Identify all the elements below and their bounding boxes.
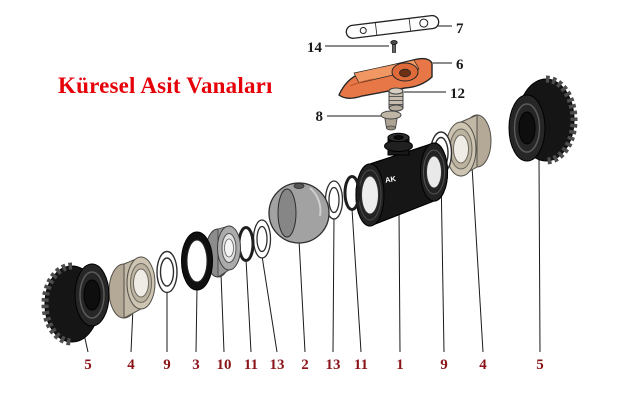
part-number-11-left: 11 [244, 357, 258, 373]
leader-line-9-right [440, 171, 445, 353]
part-number-13-right: 13 [326, 357, 341, 373]
seal-carrier [205, 225, 241, 278]
top-part-numbers: 7 14 6 12 8 [307, 21, 465, 125]
lever-bar [345, 14, 440, 39]
page-title: Küresel Asit Vanaları [58, 73, 273, 98]
part-number-3: 3 [192, 357, 200, 373]
seat-13-right [324, 180, 344, 220]
part-number-8: 8 [316, 109, 324, 125]
lever-seam-1 [374, 22, 378, 35]
leader-line-1 [398, 209, 401, 353]
socket-bore [453, 134, 469, 164]
body-right-bore [426, 155, 442, 189]
leader-line-13-right [332, 216, 335, 353]
part-number-12: 12 [450, 86, 465, 102]
body-left-bore [361, 175, 379, 215]
nut-thread-ring [513, 103, 541, 153]
ball-bore [277, 188, 297, 238]
valve-body: AK [355, 132, 449, 227]
lever-handle [345, 14, 440, 39]
grip-detail-line [349, 78, 375, 87]
screw-head [390, 40, 398, 45]
seat-13-left [252, 219, 272, 259]
part-number-14: 14 [307, 40, 323, 56]
ball [268, 182, 330, 244]
part-number-5-right: 5 [536, 357, 544, 373]
part-number-10: 10 [217, 357, 232, 373]
leader-line-3 [195, 287, 198, 353]
socket-end-right [445, 114, 492, 177]
stem-bushing [380, 110, 402, 131]
stem-boss-hole [393, 135, 404, 140]
handle-grip [338, 57, 433, 99]
o-ring-9-left [156, 250, 178, 294]
part-number-2: 2 [301, 357, 309, 373]
retainer-ring [181, 231, 213, 291]
bushing-bottom [386, 125, 396, 131]
part-number-9-left: 9 [163, 357, 171, 373]
leader-line-2 [298, 239, 306, 353]
ball-highlight [309, 187, 322, 217]
leader-line-4-left [130, 307, 134, 353]
part-number-13-left: 13 [270, 357, 285, 373]
leader-line-4-right [471, 165, 484, 353]
leader-line-11-right [351, 208, 362, 353]
ball-slot [293, 183, 305, 189]
part-number-5-left: 5 [84, 357, 92, 373]
seat-inner [328, 186, 340, 214]
bottom-part-numbers: 5 4 9 3 10 11 13 2 13 11 1 9 4 5 [84, 357, 544, 373]
nut-bore [83, 279, 101, 311]
nut-knurl [545, 75, 578, 165]
body-right-thread [423, 149, 445, 195]
union-nut-right [508, 75, 578, 165]
o-ring-11-right [343, 175, 361, 211]
part-number-1: 1 [396, 357, 404, 373]
carrier-bore [224, 238, 234, 258]
seat-inner [256, 225, 268, 253]
handle-screw [390, 40, 398, 53]
socket-bore [133, 268, 149, 298]
leader-line-10 [220, 273, 225, 353]
part-number-11-right: 11 [354, 357, 368, 373]
part-number-6: 6 [456, 57, 464, 73]
ring-inner [186, 239, 208, 283]
leader-line-11-left [245, 258, 252, 353]
lever-hole-right [419, 18, 429, 28]
part-number-9-right: 9 [440, 357, 448, 373]
stem [388, 87, 404, 112]
o-ring [343, 175, 361, 211]
nut-bore [518, 111, 536, 145]
stem-top [388, 87, 404, 95]
leader-line-5-right [538, 157, 541, 353]
union-nut-left [41, 262, 110, 346]
lever-seam-2 [408, 18, 411, 31]
body-logo: AK [384, 174, 397, 185]
o-ring-inner [159, 257, 175, 287]
grip-boss-hole [399, 68, 411, 78]
stem-bottom [388, 104, 404, 112]
part-number-7: 7 [456, 21, 464, 37]
leader-lines [83, 25, 541, 353]
bushing-flange [380, 110, 402, 120]
lever-hole-left [359, 27, 367, 35]
nut-thread-ring [79, 271, 105, 319]
leader-line-13-left [261, 255, 278, 353]
part-number-4-left: 4 [127, 357, 135, 373]
part-number-4-right: 4 [479, 357, 487, 373]
socket-end-left [108, 256, 156, 319]
